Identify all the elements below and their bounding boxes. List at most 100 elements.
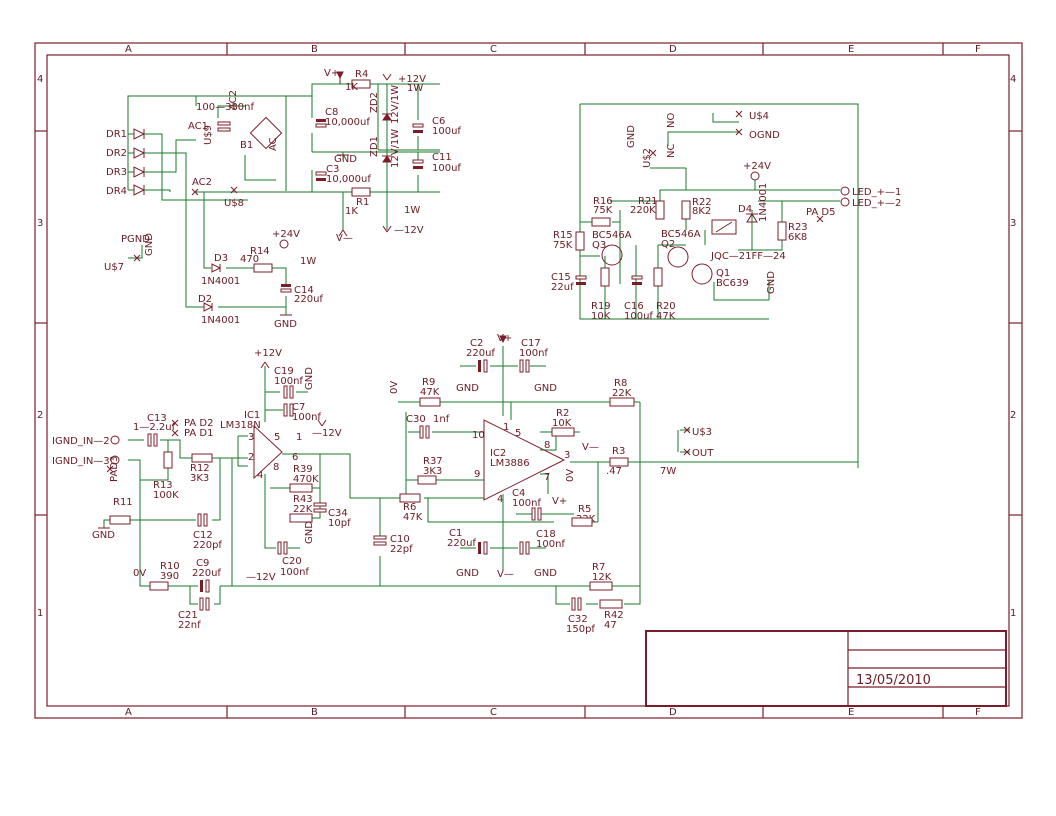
x-mark-icon	[816, 215, 824, 223]
u2-label: U$2	[642, 148, 653, 168]
ic2-pin3: 3	[564, 450, 570, 461]
col-label: B	[311, 44, 318, 55]
r20-resistor	[653, 267, 663, 287]
r22-name: R22	[692, 197, 712, 208]
c17-name: C17	[521, 338, 541, 349]
d2-diode-icon	[203, 302, 214, 312]
r16-resistor	[591, 217, 611, 227]
d2-value: 1N4001	[201, 315, 240, 326]
vminus-label: V—	[336, 233, 353, 244]
r39-value: 470K	[293, 474, 319, 485]
ic2-pin9: 9	[474, 469, 480, 480]
u3-label: U$3	[692, 427, 712, 438]
c34-value: 10pf	[328, 518, 351, 529]
pad1-label: PA D1	[184, 428, 213, 439]
row-label: 3	[1010, 218, 1016, 229]
ic1-pin3: 3	[248, 432, 254, 443]
1w-label-low: 1W	[300, 256, 316, 267]
ic2-opamp-icon	[483, 419, 566, 501]
r3-resistor	[609, 457, 629, 467]
r20-value: 47K	[656, 311, 676, 322]
gnd-right-relay: GND	[766, 271, 777, 294]
dr1-label: DR1	[106, 129, 127, 140]
col-label: D	[669, 707, 677, 718]
c11-name: C11	[432, 152, 452, 163]
x-mark-icon	[133, 254, 141, 262]
bc639-label: BC639	[716, 278, 749, 289]
amplifier-section: +12V C19 100nf GND C7 100nf —12V IC1 LM3…	[52, 333, 859, 635]
r9-resistor	[419, 397, 441, 407]
r15-name: R15	[553, 230, 573, 241]
x-mark-icon	[106, 465, 114, 473]
bc546-a: BC546A	[592, 230, 632, 241]
zd1-value: 12V/1W	[390, 129, 401, 168]
u8-label: U$8	[224, 198, 244, 209]
x-mark-icon	[683, 448, 691, 456]
ic1-pin6: 6	[292, 452, 298, 463]
vplus-top: V+	[497, 333, 512, 344]
c3-value: 10,000uf	[326, 174, 371, 185]
r15-resistor	[575, 231, 585, 251]
x-mark-icon	[230, 186, 238, 194]
r8-name: R8	[614, 378, 627, 389]
x-mark-icon	[191, 188, 199, 196]
r2-name: R2	[556, 408, 569, 419]
row-label: 1	[1010, 608, 1016, 619]
pad5-label: PA D5	[806, 207, 835, 218]
u9-label: U$9	[203, 125, 214, 145]
r23-resistor	[777, 221, 787, 241]
c15-name: C15	[551, 272, 571, 283]
c1-name: C1	[449, 528, 462, 539]
ic2-value: LM3886	[490, 458, 530, 469]
ic1-value: LM318N	[220, 420, 261, 431]
gnd-bottom-label: GND	[274, 319, 297, 330]
row-label: 4	[1010, 74, 1016, 85]
c10-name: C10	[390, 534, 410, 545]
r11-name: R11	[113, 497, 133, 508]
r9-name: R9	[422, 377, 435, 388]
row-label: 3	[37, 218, 43, 229]
c18-value: 100nf	[536, 539, 565, 550]
c3-capacitor	[316, 178, 326, 181]
r9-value: 47K	[420, 387, 440, 398]
c13-value: 1—2.2uf	[133, 422, 176, 433]
r15-value: 75K	[553, 240, 573, 251]
c18-capacitor	[519, 541, 524, 555]
power-supply-section: V+ R4 1K +12V 1W 100—330nf AC2 AC1 U$9 B…	[104, 68, 461, 330]
col-label: D	[669, 44, 677, 55]
ac2-top-label: AC2	[228, 90, 239, 110]
minus12-amp-b: —12V	[246, 572, 276, 583]
c14-capacitor	[281, 284, 291, 287]
title-block: 13/05/2010	[645, 630, 1007, 707]
c17-capacitor	[519, 359, 524, 373]
q1-label: Q1	[716, 268, 730, 279]
ic1-name: IC1	[244, 410, 260, 421]
r2-value: 10K	[552, 418, 572, 429]
x-mark-icon	[649, 149, 657, 157]
c6-capacitor	[413, 130, 423, 133]
gnd-rot-relay: GND	[626, 125, 637, 148]
out-label: OUT	[692, 448, 714, 459]
c4-capacitor	[531, 507, 536, 521]
c2-value: 220uf	[466, 348, 495, 359]
c7-name: C7	[292, 402, 305, 413]
c10-capacitor	[373, 535, 387, 540]
c9-value: 220uf	[192, 568, 221, 579]
r13-resistor	[163, 451, 173, 469]
r7-value: 12K	[592, 572, 612, 583]
c16-name: C16	[624, 301, 644, 312]
c32-value: 150pf	[566, 624, 595, 635]
col-label: A	[125, 44, 132, 55]
dr2-diode: DR2	[106, 147, 150, 159]
r43-name: R43	[293, 494, 313, 505]
c11-value: 100uf	[432, 163, 461, 174]
ignd-in-1: IGND_IN—2	[52, 436, 110, 447]
r42-value: 47	[604, 620, 617, 631]
plus12-arrow-icon	[260, 361, 270, 369]
d2-name: D2	[198, 294, 212, 305]
plus24-label: +24V	[272, 229, 300, 240]
plus24-supply-icon	[750, 171, 760, 181]
relay-section: GND U$2 NC NO U$4 OGND +24V LED_+—1 LED_…	[551, 103, 901, 468]
r19-value: 10K	[591, 311, 611, 322]
